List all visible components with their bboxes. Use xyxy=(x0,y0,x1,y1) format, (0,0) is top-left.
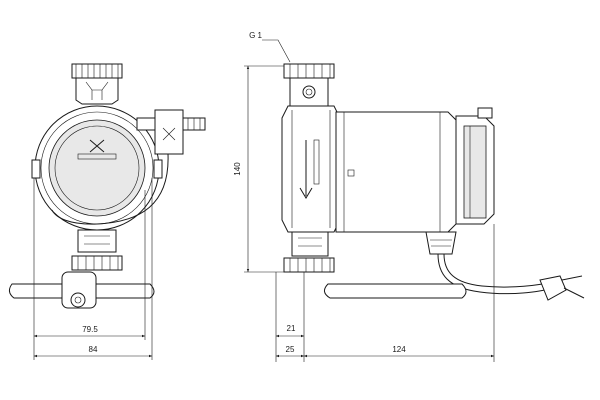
side-power-cable xyxy=(437,253,553,295)
side-bracket xyxy=(324,283,467,299)
front-dimensions: 79.5 84 xyxy=(34,325,152,358)
dim-label-25: 25 xyxy=(286,345,295,354)
dim-label-21: 21 xyxy=(287,324,296,333)
dim-label-79-5: 79.5 xyxy=(82,325,98,334)
power-plug-icon xyxy=(539,275,567,301)
thread-leader xyxy=(262,39,291,63)
front-valve-handle xyxy=(61,271,97,309)
front-left-lug xyxy=(31,159,41,179)
front-view xyxy=(8,63,206,360)
side-bottom-nut xyxy=(283,257,335,273)
side-pump-housing xyxy=(281,105,341,233)
front-bottom-nut xyxy=(71,255,123,271)
side-control-panel xyxy=(463,125,487,219)
front-cable xyxy=(51,153,169,225)
side-top-nut xyxy=(283,63,335,79)
side-cable-gland xyxy=(425,231,457,255)
front-cable-gland-left xyxy=(136,117,156,131)
dim-label-84: 84 xyxy=(89,345,98,354)
front-top-nut xyxy=(71,63,123,79)
dim-label-124: 124 xyxy=(392,345,406,354)
dim-label-140: 140 xyxy=(233,162,242,176)
flow-direction-arrow-icon xyxy=(299,140,313,199)
front-face-plate xyxy=(48,119,146,217)
front-top-neck xyxy=(75,77,119,105)
front-bottom-neck xyxy=(77,229,117,253)
side-view xyxy=(244,39,585,362)
dim-label-thread: G 1 xyxy=(249,31,262,40)
grundfos-x-logo-icon xyxy=(77,139,117,160)
front-right-lug xyxy=(153,159,163,179)
side-bottom-neck xyxy=(291,231,329,257)
side-dimensions: G 1 140 21 25 124 xyxy=(233,31,494,358)
front-terminal-box xyxy=(154,109,184,155)
